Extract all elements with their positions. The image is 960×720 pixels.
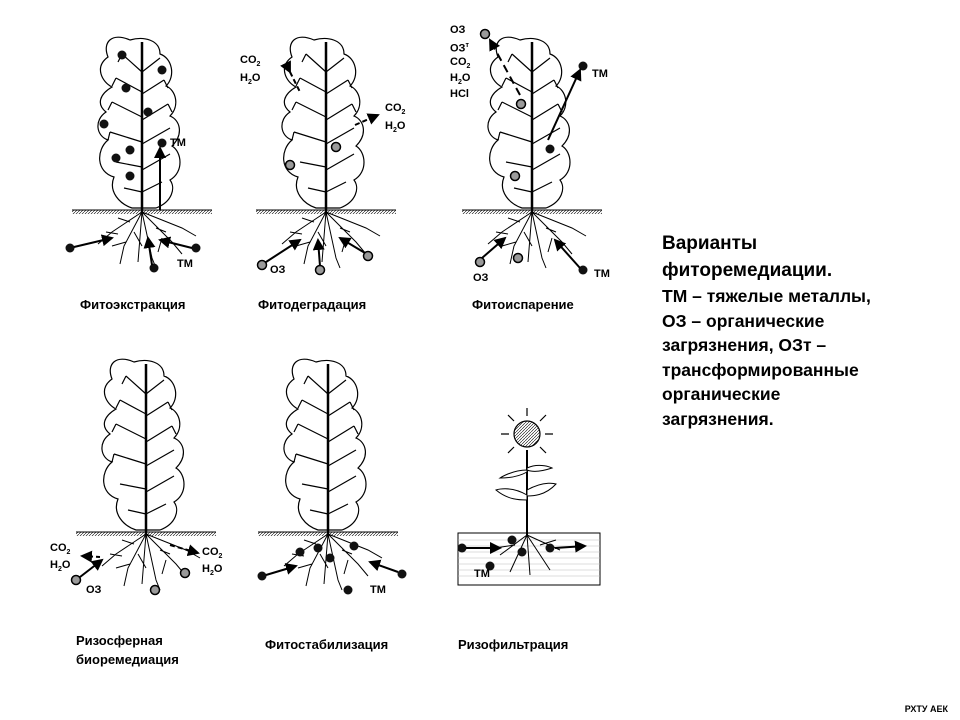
label-h2o: H2O — [450, 72, 471, 87]
plant-rhizofiltration — [457, 408, 601, 586]
description-title: Варианты — [662, 233, 758, 254]
label-tm: ТМ — [594, 268, 610, 280]
caption-rhizosphere-2: биоремедиация — [76, 652, 179, 667]
caption-phytostabilization: Фитостабилизация — [265, 637, 389, 652]
description-line: ТМ – тяжелые металлы, — [662, 286, 871, 306]
label-oz: ОЗ — [473, 272, 489, 284]
label-hcl: HCl — [450, 88, 469, 100]
label-co2: CO2 — [450, 56, 471, 71]
plant-rhizosphere — [70, 357, 218, 596]
label-tm: ТМ — [370, 584, 386, 596]
description-line: загрязнения, ОЗт – — [662, 335, 827, 355]
label-oz: ОЗ — [86, 584, 102, 596]
plant-phytovolatilization — [460, 28, 604, 275]
caption-phytodegradation: Фитодеградация — [258, 297, 367, 312]
description-title: фиторемедиации. — [662, 260, 833, 281]
label-h2o: H2O — [50, 559, 71, 574]
label-co2: CO2 — [385, 102, 406, 117]
plant-phytostabilization — [256, 357, 407, 595]
label-ozt: ОЗт — [450, 42, 469, 55]
label-co2: CO2 — [50, 542, 71, 557]
label-oz: ОЗ — [270, 264, 286, 276]
label-co2: CO2 — [240, 54, 261, 69]
label-tm: ТМ — [474, 568, 490, 580]
plant-phytoextraction — [65, 35, 214, 273]
label-tm: ТМ — [177, 258, 193, 270]
label-oz: ОЗ — [450, 24, 466, 36]
description-line: загрязнения. — [662, 408, 774, 429]
plant-phytodegradation — [254, 35, 398, 276]
label-h2o: H2O — [385, 120, 406, 135]
description-line: трансформированные — [662, 359, 859, 380]
description: Варианты фиторемедиации. ТМ – тяжелые ме… — [662, 230, 952, 431]
label-h2o: H2O — [240, 72, 261, 87]
label-h2o: H2O — [202, 563, 223, 578]
description-line: ОЗ – органические — [662, 310, 825, 331]
caption-rhizosphere-1: Ризосферная — [76, 633, 163, 648]
description-line: органические — [662, 384, 781, 404]
footer: РХТУ АЕК — [904, 704, 948, 714]
caption-phytoextraction: Фитоэкстракция — [80, 297, 186, 312]
caption-rhizofiltration: Ризофильтрация — [458, 637, 569, 652]
label-tm: ТМ — [592, 68, 608, 80]
label-tm: ТМ — [170, 137, 186, 149]
caption-phytovolatilization: Фитоиспарение — [472, 297, 574, 312]
label-co2: CO2 — [202, 546, 223, 561]
